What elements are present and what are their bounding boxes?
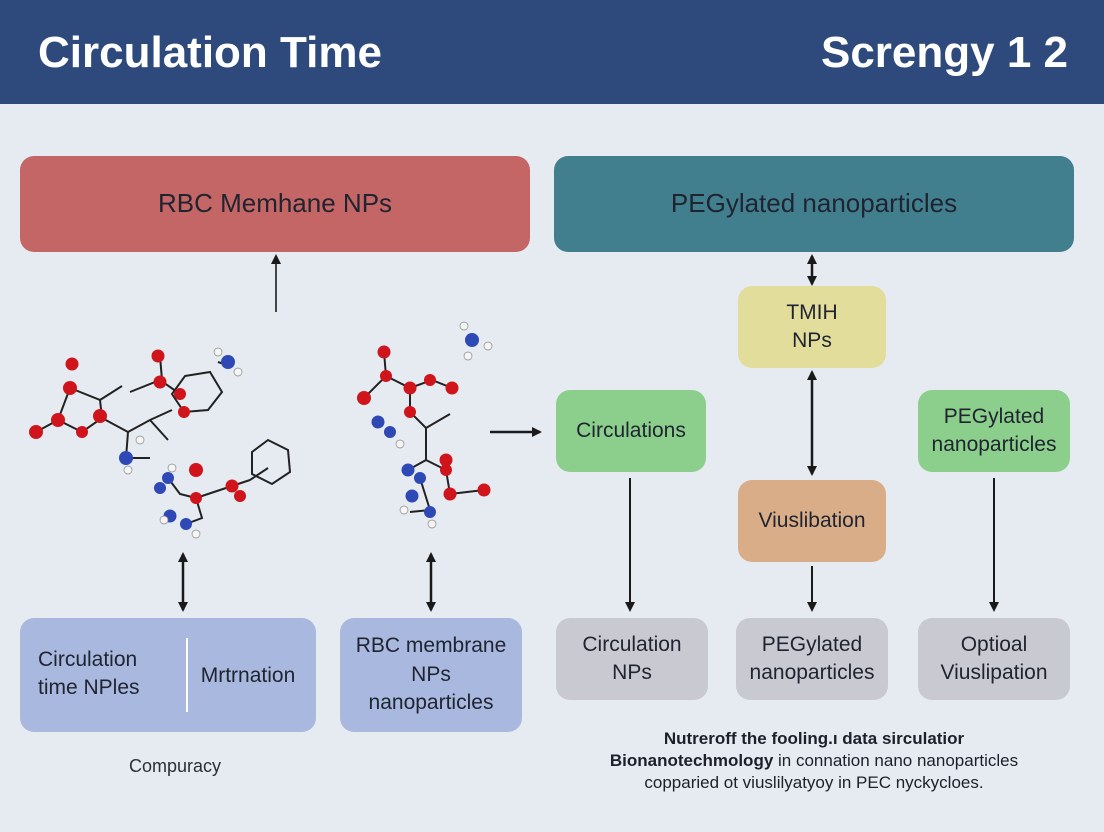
circulations-label: Circulations	[576, 418, 686, 442]
circulation-time-line-2: time NPles	[38, 676, 140, 700]
rbc-membrane-box: RBC membrane NPs nanoparticles	[340, 618, 522, 732]
molecule-icon	[357, 321, 493, 529]
circulation-nps-line-1: Circulation	[582, 632, 682, 656]
caption-right-line-3: copparied ot viuslilyatyoy in PEC nyckyc…	[644, 773, 984, 793]
rbc-membrane-line-2: NPs	[411, 662, 451, 686]
pegylated-bottom-line-1: PEGylated	[761, 632, 863, 656]
optical-line-1: Optioal	[960, 632, 1028, 656]
viuslibation-label: Viuslibation	[758, 508, 866, 532]
pegylated-right-label-2: nanoparticles	[931, 433, 1057, 456]
tmih-label-2: NPs	[792, 329, 832, 352]
header-right-text: Screngy 1 2	[820, 28, 1068, 77]
pegylated-right-box: PEGylated nanoparticles	[918, 390, 1070, 472]
caption-right-rest: in connation nano nanoparticles	[773, 751, 1019, 771]
pegylated-bottom-box: PEGylated nanoparticles	[736, 618, 888, 700]
tmih-label-1: TMIH	[786, 300, 838, 324]
circulation-nps-box: Circulation NPs	[556, 618, 708, 700]
tmih-box: TMIH NPs	[738, 286, 886, 368]
header-bar: Circulation Time Screngy 1 2	[0, 0, 1104, 104]
optical-line-2: Viuslipation	[940, 661, 1048, 684]
circulation-time-text: Circulation time NPles	[38, 646, 176, 703]
caption-right-line-1: Nutreroff the fooling.ı data sirculatior	[663, 729, 965, 748]
rbc-membrane-np-label: RBC Memhane NPs	[157, 188, 393, 219]
page-title: Circulation Time	[38, 28, 382, 77]
rbc-membrane-line-3: nanoparticles	[368, 691, 494, 715]
caption-right: Nutreroff the fooling.ı data sirculatior…	[574, 728, 1054, 794]
rbc-membrane-np-box: RBC Memhane NPs	[20, 156, 530, 252]
circulation-time-line-1: Circulation	[38, 648, 138, 671]
pegylated-right-label-1: PEGylated	[943, 404, 1045, 428]
viuslibation-box: Viuslibation	[738, 480, 886, 562]
optical-visualization-box: Optioal Viuslipation	[918, 618, 1070, 700]
molecule-icon	[29, 347, 246, 539]
circulation-nps-line-2: NPs	[612, 661, 652, 684]
pegylated-np-label: PEGylated nanoparticles	[670, 188, 958, 219]
rbc-membrane-line-1: RBC membrane	[355, 634, 507, 658]
caption-left: Compuracy	[128, 756, 222, 776]
circulations-box: Circulations	[556, 390, 706, 472]
caption-right-bold: Bionanotechmology	[609, 751, 774, 771]
mrtnation-label: Mrtrnation	[200, 664, 296, 687]
pegylated-np-box: PEGylated nanoparticles	[554, 156, 1074, 252]
circulation-time-box: Circulation time NPles Mrtrnation	[20, 618, 316, 732]
caption-right-line-2: Bionanotechmology in connation nano nano…	[574, 750, 1054, 772]
box-divider	[186, 638, 188, 712]
pegylated-bottom-line-2: nanoparticles	[749, 661, 875, 684]
